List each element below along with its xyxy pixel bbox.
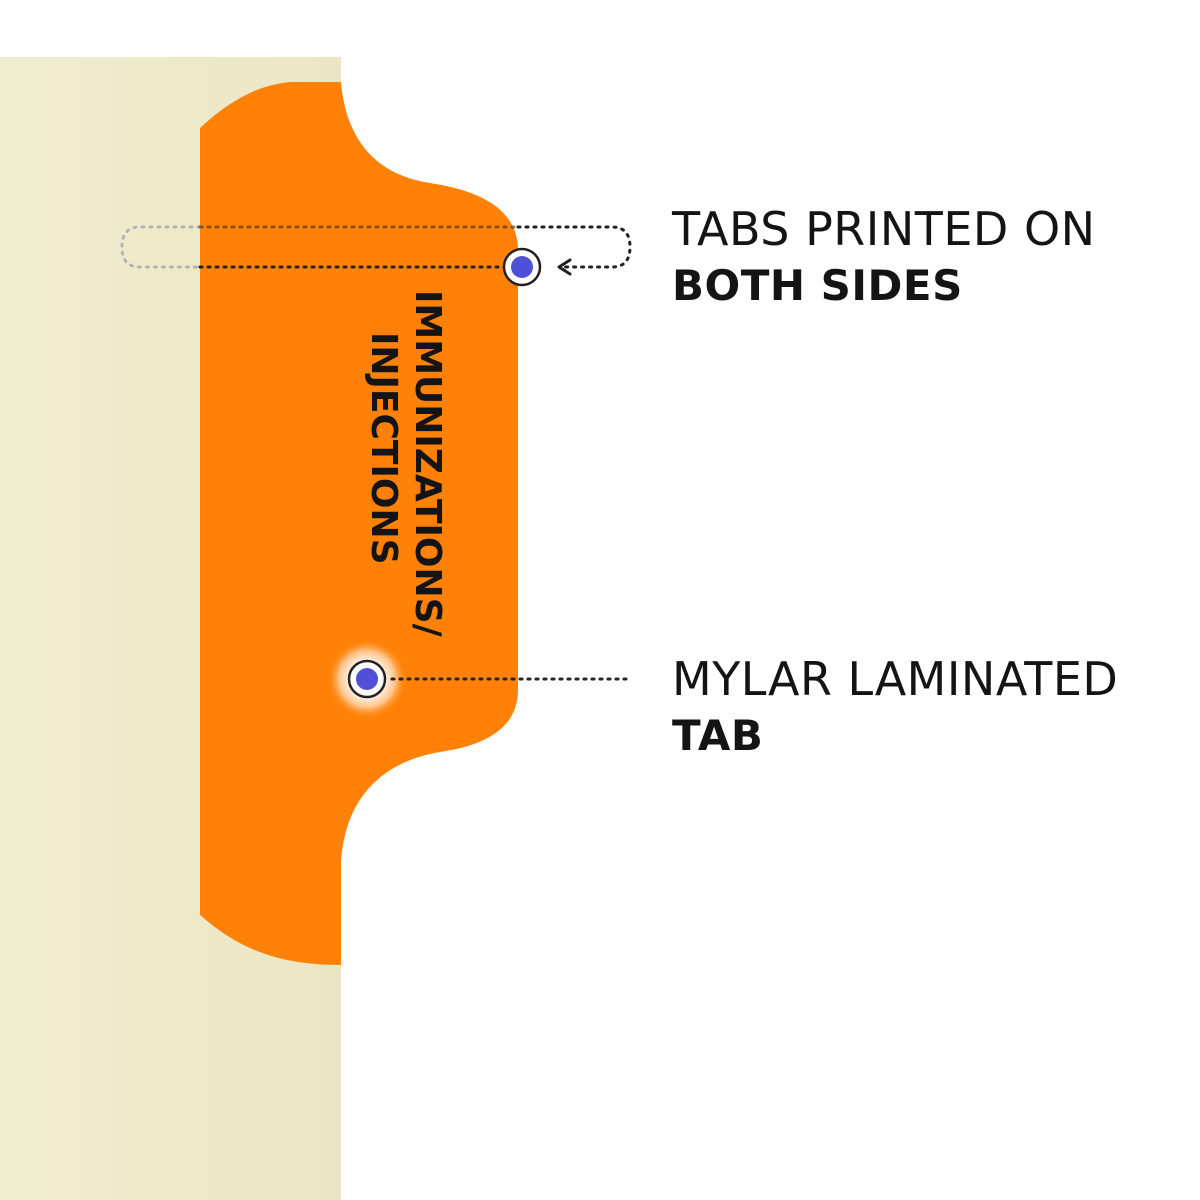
callout-text: MYLAR LAMINATED — [672, 652, 1119, 706]
callout-emphasis: TAB — [672, 711, 764, 760]
marker-dot-core — [511, 256, 533, 278]
both-sides-indicator — [120, 225, 632, 287]
laminated-tab-indicator — [327, 639, 632, 719]
callout-both-sides: TABS PRINTED ON BOTH SIDES — [672, 200, 1096, 314]
callout-emphasis: BOTH SIDES — [672, 261, 963, 310]
arrow-left-icon — [557, 258, 572, 276]
tab-label-line-1: IMMUNIZATIONS/ — [407, 290, 448, 638]
dotted-loop-back — [120, 225, 202, 269]
tab-label: IMMUNIZATIONS/ INJECTIONS — [363, 290, 448, 638]
callout-text: TABS PRINTED ON — [672, 202, 1096, 256]
divider-tab — [200, 82, 518, 965]
callout-mylar-laminated: MYLAR LAMINATED TAB — [672, 650, 1118, 764]
marker-dot-core — [356, 668, 378, 690]
tab-label-line-2: INJECTIONS — [363, 332, 404, 565]
